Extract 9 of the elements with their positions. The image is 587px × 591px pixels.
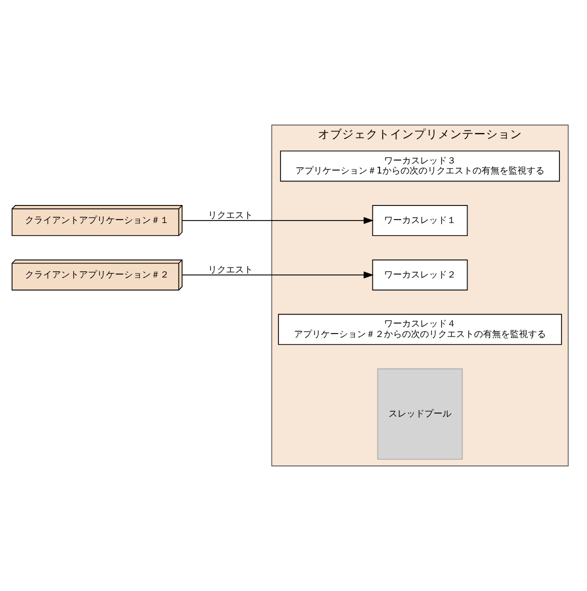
edge-label: リクエスト [208,264,253,276]
arrow [182,271,374,278]
node-box: ワーカスレッド１ [372,205,468,236]
node-box: ワーカスレッド４ アプリケーション＃２からの次のリクエストの有無を監視する [278,314,562,345]
edge-label: リクエスト [208,210,253,221]
arrow [182,217,374,224]
node-box: ワーカスレッド２ [372,259,468,290]
node-box: スレッドプール [377,368,463,460]
node-box: ワーカスレッド３ アプリケーション＃1からの次のリクエストの有無を監視する [280,150,560,182]
